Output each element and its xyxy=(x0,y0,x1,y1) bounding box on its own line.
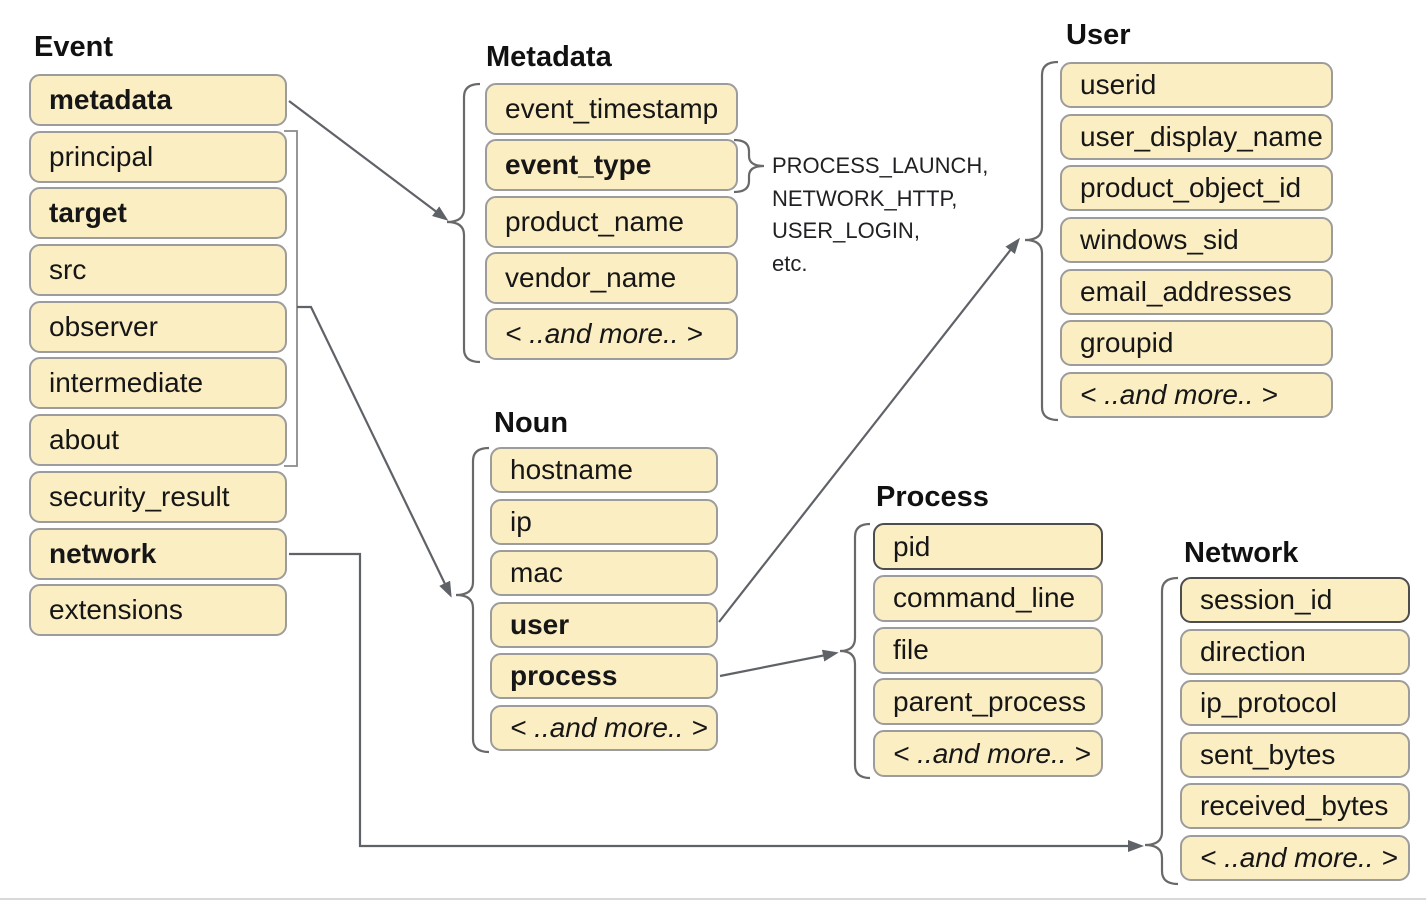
group-metadata: event_timestamp event_type product_name … xyxy=(485,83,738,361)
field-user-display-name: user_display_name xyxy=(1060,113,1333,160)
brace-user-group xyxy=(1024,60,1059,422)
field-file: file xyxy=(873,626,1103,674)
group-noun-title: Noun xyxy=(494,407,569,439)
field-product-name: product_name xyxy=(485,195,738,248)
field-groupid: groupid xyxy=(1060,320,1333,367)
brace-noun-group xyxy=(455,446,490,754)
brace-process-group xyxy=(839,522,871,780)
brace-event-type-values xyxy=(733,138,765,194)
field-ip-protocol: ip_protocol xyxy=(1180,680,1410,727)
group-user: userid user_display_name product_object_… xyxy=(1060,62,1333,419)
field-target: target xyxy=(29,187,287,240)
group-user-title: User xyxy=(1066,19,1131,51)
field-ip: ip xyxy=(490,498,718,545)
arrow-network-to-network-group xyxy=(289,552,1144,852)
arrow-event-nouns-to-noun-group xyxy=(297,305,452,598)
event-type-example-line: USER_LOGIN, xyxy=(772,218,920,243)
group-network: session_id direction ip_protocol sent_by… xyxy=(1180,577,1410,881)
group-event-title: Event xyxy=(34,31,113,63)
field-user: user xyxy=(490,601,718,648)
event-type-example-line: NETWORK_HTTP, xyxy=(772,185,958,211)
field-hostname: hostname xyxy=(490,447,718,493)
field-command-line: command_line xyxy=(873,574,1103,622)
group-event: metadata principal target src observer i… xyxy=(29,74,287,637)
arrow-process-to-process-group xyxy=(719,649,839,678)
field-userid: userid xyxy=(1060,62,1333,108)
field-user-and-more: < ..and more.. > xyxy=(1060,372,1333,419)
field-event-type: event_type xyxy=(485,139,738,192)
field-intermediate: intermediate xyxy=(29,357,287,410)
group-process-title: Process xyxy=(876,481,989,513)
field-event-timestamp: event_timestamp xyxy=(485,83,738,135)
field-network-and-more: < ..and more.. > xyxy=(1180,834,1410,881)
group-noun: hostname ip mac user process < ..and mor… xyxy=(490,447,718,751)
event-type-example-line: PROCESS_LAUNCH, xyxy=(772,153,989,178)
field-sent-bytes: sent_bytes xyxy=(1180,731,1410,778)
field-mac: mac xyxy=(490,550,718,597)
field-about: about xyxy=(29,414,287,467)
field-pid: pid xyxy=(873,523,1103,570)
field-process-and-more: < ..and more.. > xyxy=(873,730,1103,778)
field-direction: direction xyxy=(1180,628,1410,675)
group-network-title: Network xyxy=(1184,537,1299,569)
event-type-examples: PROCESS_LAUNCH, NETWORK_HTTP, USER_LOGIN… xyxy=(772,150,988,280)
event-type-example-line: etc. xyxy=(772,250,808,276)
field-metadata-and-more: < ..and more.. > xyxy=(485,308,738,361)
field-parent-process: parent_process xyxy=(873,678,1103,726)
field-extensions: extensions xyxy=(29,584,287,637)
field-security-result: security_result xyxy=(29,470,287,523)
field-received-bytes: received_bytes xyxy=(1180,783,1410,830)
arrow-metadata-to-metadata-group xyxy=(288,100,449,221)
arrow-user-to-user-group xyxy=(718,237,1021,623)
field-email-addresses: email_addresses xyxy=(1060,268,1333,315)
field-product-object-id: product_object_id xyxy=(1060,165,1333,212)
field-src: src xyxy=(29,244,287,297)
field-session-id: session_id xyxy=(1180,577,1410,623)
field-process: process xyxy=(490,653,718,700)
field-network: network xyxy=(29,527,287,580)
field-vendor-name: vendor_name xyxy=(485,251,738,304)
bracket-event-nouns xyxy=(284,130,298,467)
brace-network-group xyxy=(1144,576,1179,886)
field-noun-and-more: < ..and more.. > xyxy=(490,704,718,751)
field-metadata: metadata xyxy=(29,74,287,126)
brace-metadata-group xyxy=(446,82,481,364)
field-windows-sid: windows_sid xyxy=(1060,217,1333,264)
group-process: pid command_line file parent_process < .… xyxy=(873,523,1103,778)
group-metadata-title: Metadata xyxy=(486,41,612,73)
field-principal: principal xyxy=(29,130,287,183)
field-observer: observer xyxy=(29,300,287,353)
